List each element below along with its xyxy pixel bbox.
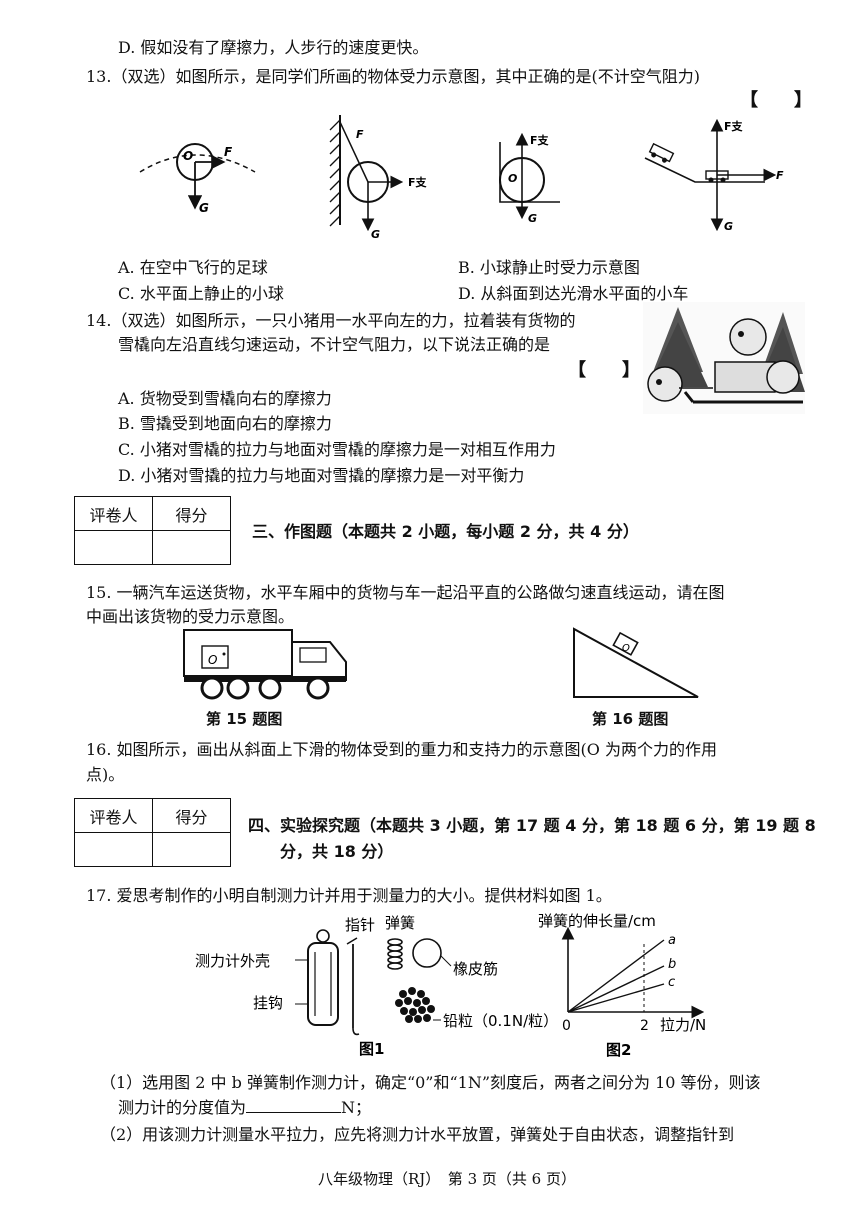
fig2-line-a-label: a	[668, 933, 676, 948]
q15-caption: 第 15 题图	[206, 710, 283, 728]
q16-line1: 16. 如图所示，画出从斜面上下滑的物体受到的重力和支持力的示意图(O 为两个力…	[86, 740, 717, 759]
grade-reviewer-header: 评卷人	[74, 798, 153, 833]
q13-option-d[interactable]: D. 从斜面到达光滑水平面的小车	[458, 284, 689, 303]
q13c-fzhi-label: F支	[530, 133, 550, 147]
q13a-o-label: O	[183, 149, 193, 163]
q17-sub1-text: 测力计的分度值为	[118, 1098, 247, 1117]
q15-o-label: O	[208, 653, 217, 667]
q13a-f-label: F	[224, 145, 233, 159]
q13-figures: O F G F F支 G F支 O G	[139, 115, 784, 241]
q14-answer-bracket[interactable]: 【 】	[568, 360, 640, 381]
grade-score-cell[interactable]	[152, 832, 231, 867]
section3-title: 三、作图题（本题共 2 小题，每小题 2 分，共 4 分）	[252, 522, 639, 541]
section3-grade-box: 评卷人得分	[74, 496, 231, 565]
q15-line1: 15. 一辆汽车运送货物，水平车厢中的货物与车一起沿平直的公路做匀速直线运动，请…	[86, 583, 725, 602]
fig2-line-b	[567, 965, 665, 1013]
q16-incline-figure: O	[573, 627, 699, 698]
fig1-shell-label: 测力计外壳	[195, 952, 270, 970]
q14-stem-line1: 14.（双选）如图所示，一只小猪用一水平向左的力，拉着装有货物的	[86, 311, 576, 330]
q13d-f-label: F	[776, 169, 784, 182]
grade-score-header: 得分	[152, 798, 231, 833]
section4-grade-box: 评卷人得分	[74, 798, 231, 867]
q14-option-a[interactable]: A. 货物受到雪橇向右的摩擦力	[118, 389, 332, 408]
q17-sub2: （2）用该测力计测量水平拉力，应先将测力计水平放置，弹簧处于自由状态，调整指针到	[100, 1125, 735, 1144]
fig2-ylabel: 弹簧的伸长量/cm	[538, 912, 656, 930]
q13c-g-label: G	[528, 212, 537, 225]
section4-title-line2: 分，共 18 分）	[280, 842, 394, 861]
q17-sub1-unit: N；	[341, 1098, 372, 1117]
q17-fig1: 指针 弹簧 测力计外壳 橡皮筋 挂钩 铅粒（0.1N/粒） 图1	[195, 914, 558, 1058]
q14-option-d[interactable]: D. 小猪对雪撬的拉力与地面对雪撬的摩擦力是一对平衡力	[118, 466, 525, 485]
fig1-caption: 图1	[359, 1040, 384, 1058]
grade-score-header: 得分	[152, 496, 231, 531]
fig1-rubber-label: 橡皮筋	[453, 960, 498, 978]
q17-sub1-line1: （1）选用图 2 中 b 弹簧制作测力计，确定“0”和“1N”刻度后，两者之间分…	[100, 1073, 761, 1092]
q13d-g-label: G	[724, 220, 733, 233]
q13-option-a[interactable]: A. 在空中飞行的足球	[118, 258, 268, 277]
fig1-pointer-label: 指针	[345, 916, 375, 934]
q13d-fzhi-label: F支	[724, 119, 744, 133]
q14-stem-line2: 雪橇向左沿直线匀速运动，不计空气阻力，以下说法正确的是	[118, 335, 551, 354]
q13-fig-b: F F支 G	[329, 115, 428, 241]
q14-pig-sled-figure	[643, 302, 805, 414]
q13a-g-label: G	[199, 201, 209, 215]
q14-option-b[interactable]: B. 雪撬受到地面向右的摩擦力	[118, 414, 332, 433]
fig2-caption: 图2	[606, 1041, 631, 1059]
q13b-f-label: F	[356, 128, 364, 141]
q13-fig-c: F支 O G	[499, 132, 560, 225]
section4-title-line1: 四、实验探究题（本题共 3 小题，第 17 题 4 分，第 18 题 6 分，第…	[248, 816, 816, 835]
fig1-lead-label: 铅粒（0.1N/粒）	[443, 1012, 558, 1030]
q12-option-d: D. 假如没有了摩擦力，人步行的速度更快。	[118, 38, 429, 57]
q15-truck-figure: O	[183, 629, 347, 700]
q13c-o-label: O	[508, 172, 517, 185]
q13b-fzhi-label: F支	[408, 175, 428, 189]
fig2-line-a	[567, 939, 665, 1013]
grade-reviewer-cell[interactable]	[74, 832, 153, 867]
q15-line2: 中画出该货物的受力示意图。	[86, 607, 295, 626]
fig2-line-c-label: c	[668, 975, 675, 990]
q17-sub1-answer-blank[interactable]	[246, 1099, 342, 1113]
fig1-spring-label: 弹簧	[385, 914, 415, 932]
q14-option-c[interactable]: C. 小猪对雪橇的拉力与地面对雪橇的摩擦力是一对相互作用力	[118, 440, 556, 459]
fig2-tick-2: 2	[640, 1018, 649, 1034]
q13-answer-bracket[interactable]: 【 】	[740, 90, 812, 111]
q16-caption: 第 16 题图	[592, 710, 669, 728]
q13-fig-a: O F G	[139, 143, 256, 215]
q13b-g-label: G	[371, 228, 380, 241]
fig1-hook-label: 挂钩	[253, 994, 283, 1012]
fig2-line-b-label: b	[668, 957, 676, 972]
fig2-line-c	[567, 983, 665, 1013]
fig2-xlabel: 拉力/N	[660, 1016, 706, 1034]
q16-line2: 点)。	[86, 765, 125, 784]
q17-sub1-line2: 测力计的分度值为 N；	[118, 1094, 371, 1118]
q17-stem: 17. 爱思考制作的小明自制测力计并用于测量力的大小。提供材料如图 1。	[86, 886, 612, 905]
q13-fig-d: F支 F G	[644, 118, 784, 233]
grade-reviewer-cell[interactable]	[74, 530, 153, 565]
q13-option-c[interactable]: C. 水平面上静止的小球	[118, 284, 284, 303]
q13-stem: 13.（双选）如图所示，是同学们所画的物体受力示意图，其中正确的是(不计空气阻力…	[86, 67, 700, 86]
q13-option-b[interactable]: B. 小球静止时受力示意图	[458, 258, 640, 277]
page-footer: 八年级物理（RJ） 第 3 页（共 6 页）	[318, 1170, 576, 1188]
q16-o-label: O	[622, 643, 630, 654]
grade-score-cell[interactable]	[152, 530, 231, 565]
fig2-origin-label: 0	[562, 1018, 571, 1034]
q17-fig2-chart: 弹簧的伸长量/cm 拉力/N 0 2 a b c 图2	[538, 912, 706, 1059]
grade-reviewer-header: 评卷人	[74, 496, 153, 531]
